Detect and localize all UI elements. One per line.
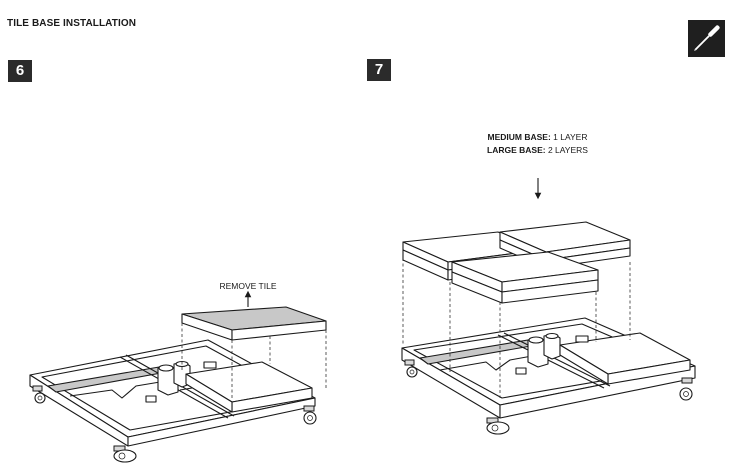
screwdriver-icon — [688, 20, 725, 57]
step-7-badge: 7 — [367, 59, 391, 81]
large-base-value: 2 LAYERS — [545, 145, 588, 155]
step-6-illustration — [29, 290, 327, 463]
medium-base-label: MEDIUM BASE: — [487, 132, 551, 142]
large-base-line: LARGE BASE: 2 LAYERS — [455, 144, 620, 157]
step-6-badge: 6 — [8, 60, 32, 82]
medium-base-value: 1 LAYER — [550, 132, 588, 142]
tile-guide-lines-2 — [402, 258, 631, 398]
page-title: TILE BASE INSTALLATION — [7, 18, 137, 29]
tile-base-frame-2 — [401, 317, 696, 419]
large-base-label: LARGE BASE: — [487, 145, 546, 155]
remove-tile-note: REMOVE TILE — [219, 281, 277, 291]
step-7-illustration — [401, 178, 696, 435]
tile-base-frame — [29, 339, 316, 447]
removed-tile — [181, 306, 327, 341]
layer-instructions: MEDIUM BASE: 1 LAYER LARGE BASE: 2 LAYER… — [455, 131, 620, 157]
caster-wheels — [32, 385, 317, 463]
tile-guide-lines — [181, 323, 327, 400]
new-tile-front — [451, 251, 599, 304]
medium-base-line: MEDIUM BASE: 1 LAYER — [455, 131, 620, 144]
caster-wheels-2 — [404, 359, 693, 435]
